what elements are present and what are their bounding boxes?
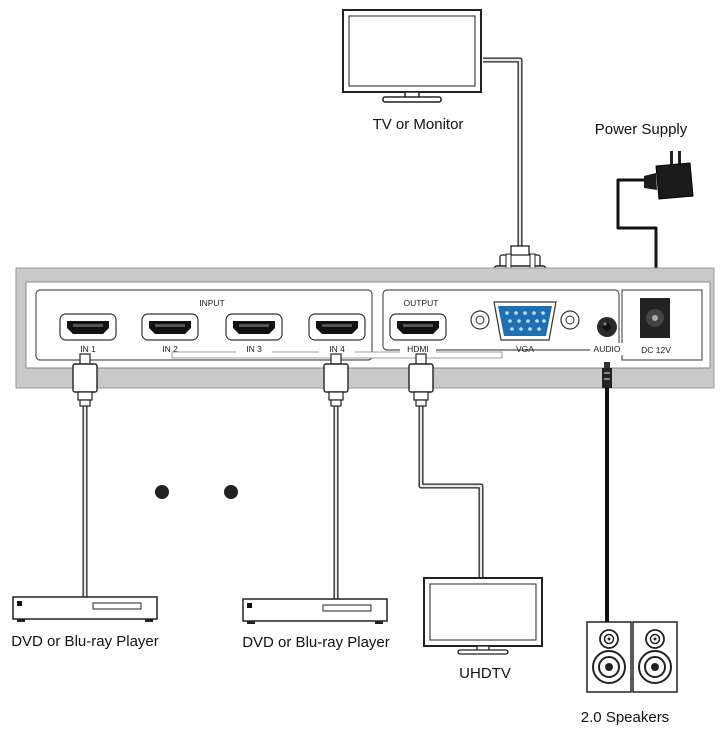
hdmi-cable-in1 [72,353,98,600]
hdmi-input-port-1 [59,313,117,341]
port-label-audio: AUDIO [594,344,621,354]
tv-monitor-label: TV or Monitor [373,116,464,133]
port-label-dc: DC 12V [641,345,671,355]
speakers-icon [586,621,678,693]
output-group-label: OUTPUT [404,298,439,308]
hdmi-output-port [389,313,447,341]
uhdtv-icon [423,577,543,655]
power-supply-label: Power Supply [595,121,688,138]
audio-jack [597,317,617,337]
hdmi-input-port-2 [141,313,199,341]
input-group-label: INPUT [199,298,225,308]
audio-cable [602,362,612,622]
port-label-in1: IN 1 [80,344,96,354]
port-label-in4: IN 4 [329,344,345,354]
hdmi-cable-output [408,353,484,578]
vga-cable [483,57,547,289]
dvd-player-label-1: DVD or Blu-ray Player [11,633,159,650]
dvd-player-icon-2 [242,598,388,625]
port-label-hdmi: HDMI [407,344,429,354]
port-label-in3: IN 3 [246,344,262,354]
dc-power-jack [640,298,670,338]
uhdtv-label: UHDTV [459,665,511,682]
speakers-label: 2.0 Speakers [581,709,669,726]
port-label-in2: IN 2 [162,344,178,354]
power-adapter-icon [644,151,694,200]
hdmi-cable-in4 [323,353,349,600]
ellipsis-dot-icon [224,485,238,499]
dvd-player-label-2: DVD or Blu-ray Player [242,634,390,651]
port-label-vga: VGA [516,344,534,354]
vga-port [470,301,580,341]
ellipsis-dot-icon [155,485,169,499]
hdmi-input-port-4 [308,313,366,341]
dvd-player-icon-1 [12,596,158,623]
tv-monitor-icon [342,9,482,103]
hdmi-input-port-3 [225,313,283,341]
